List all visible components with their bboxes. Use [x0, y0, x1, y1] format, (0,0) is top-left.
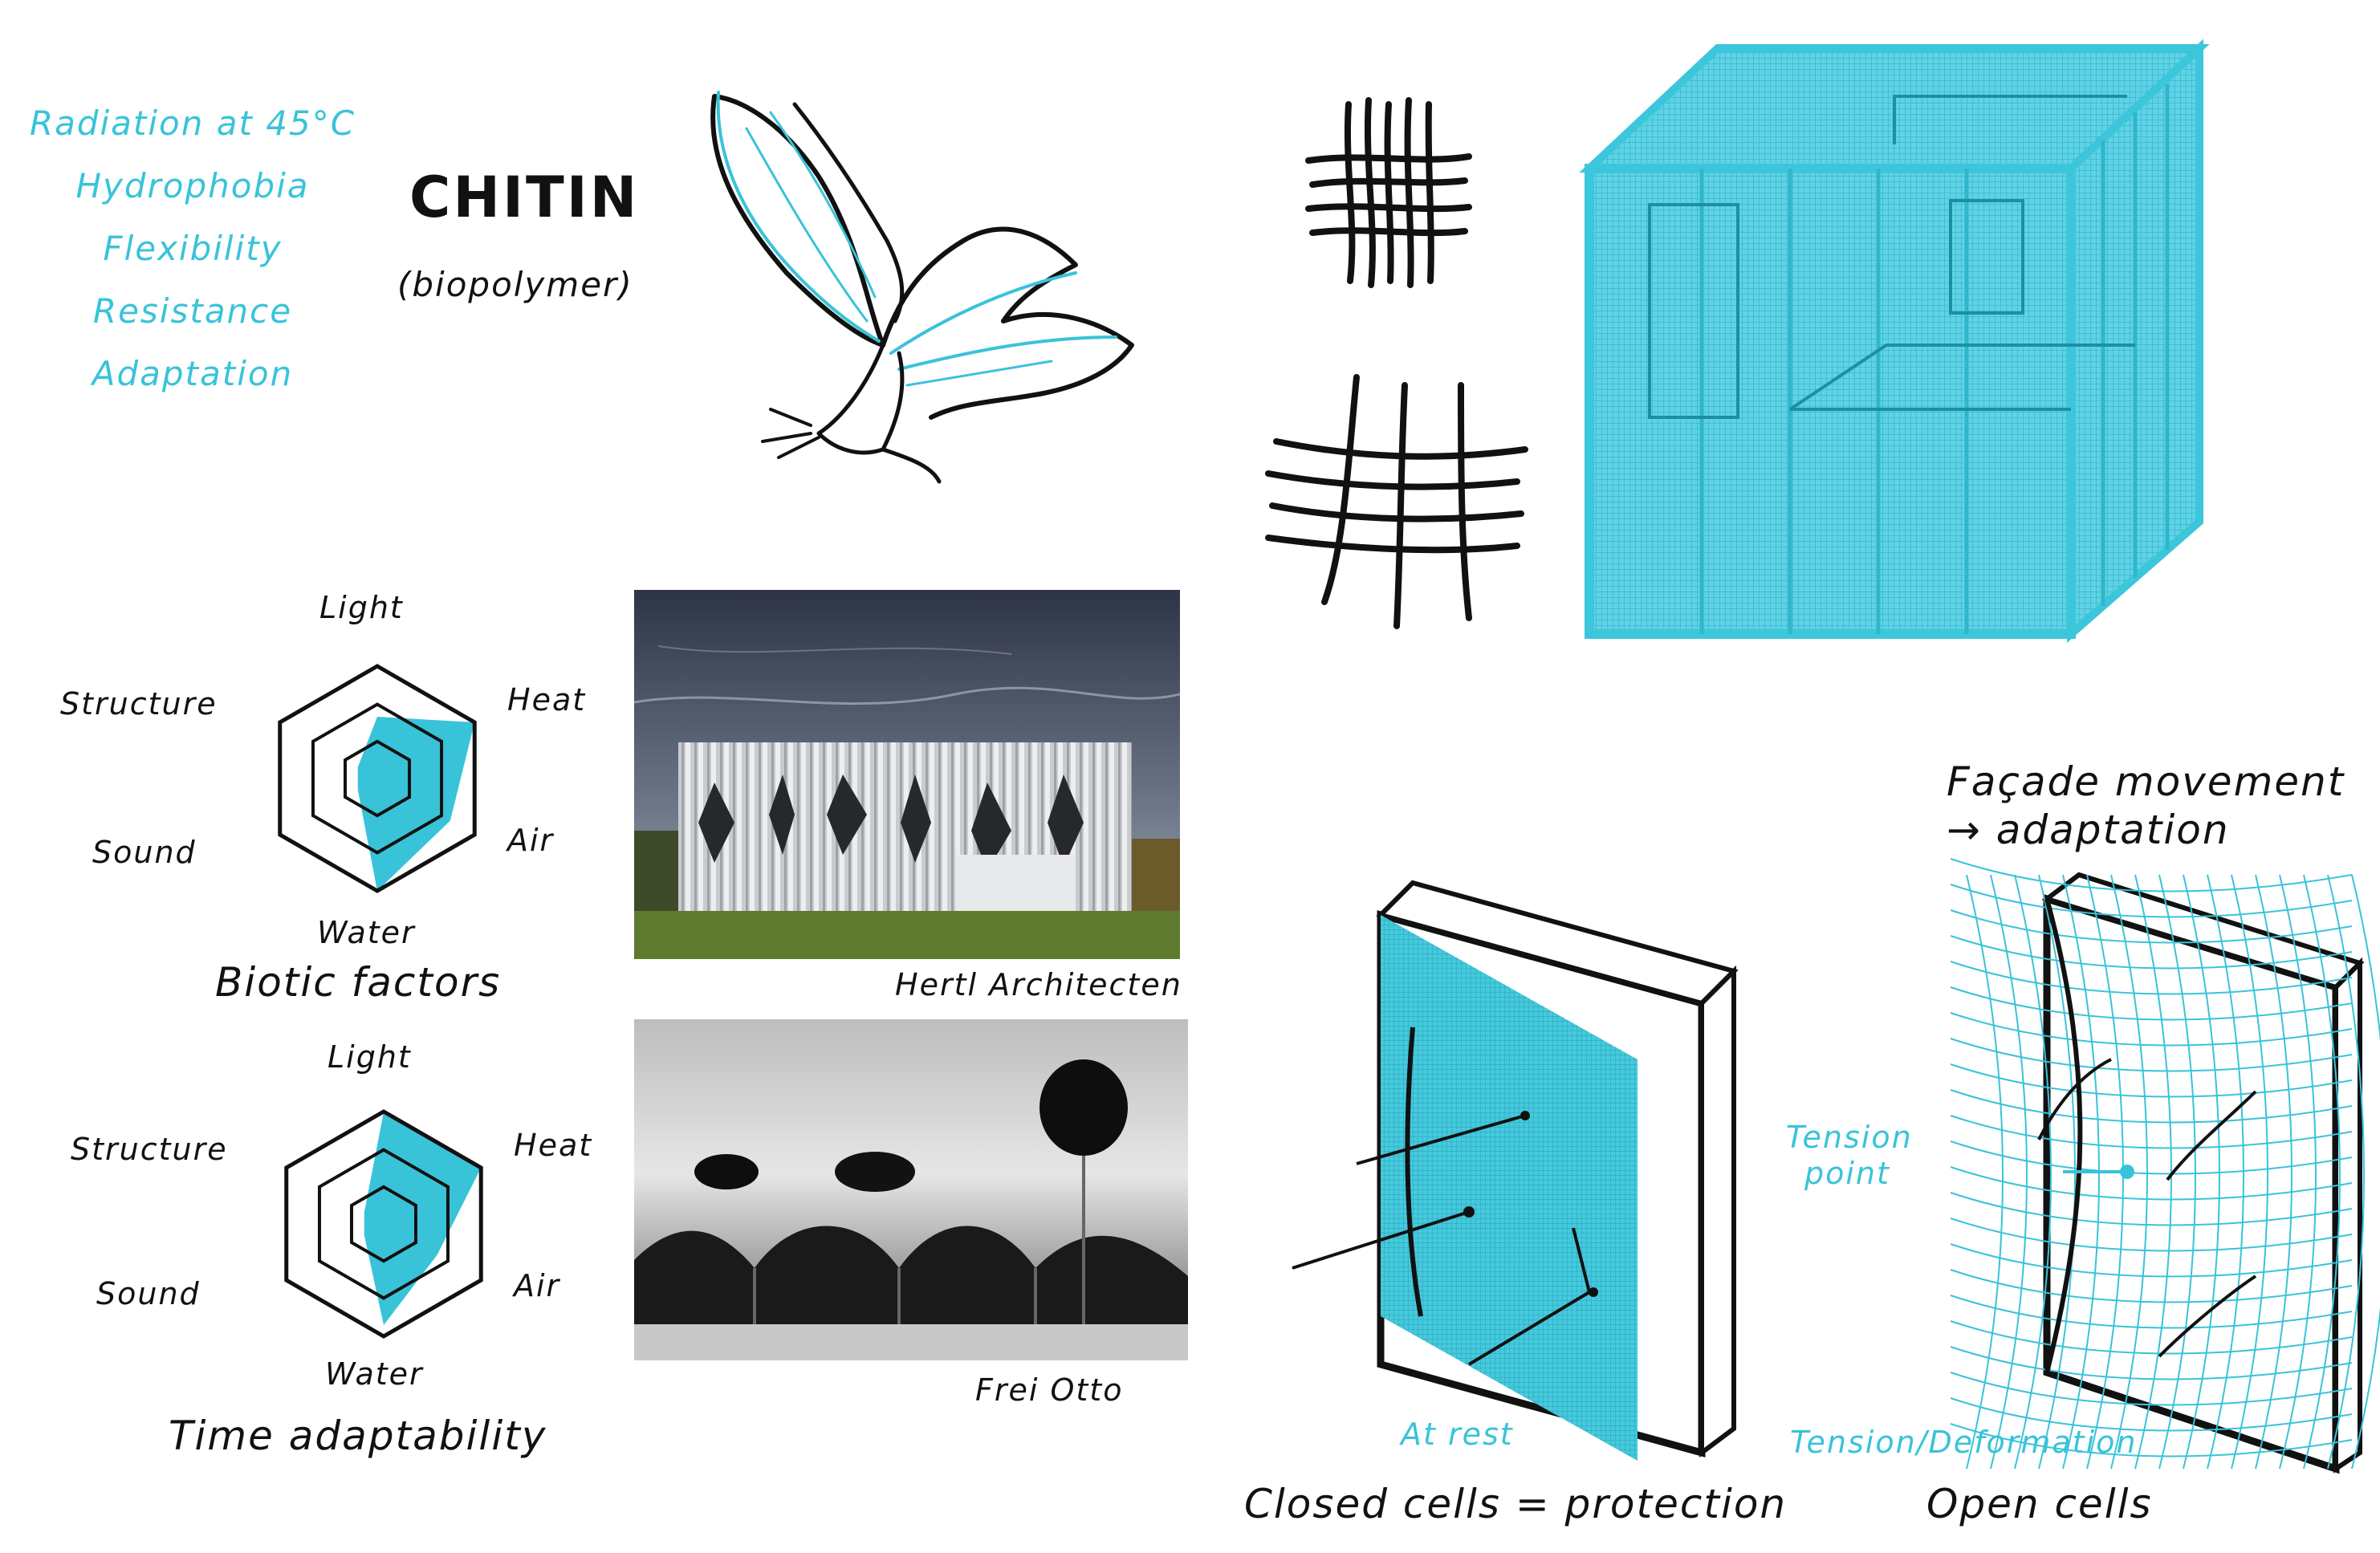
material-subtitle: (biopolymer) [397, 265, 633, 304]
open-cells-caption: Open cells [1926, 1481, 2153, 1527]
property-adaptation: Adaptation [92, 354, 294, 393]
mesh-line [2062, 874, 2100, 1470]
radar-grid-ring [343, 739, 412, 818]
at-rest-label: At rest [1401, 1417, 1514, 1452]
mesh-line [1950, 961, 2353, 995]
butterfly-illustration [710, 91, 1134, 484]
mesh-line [1950, 1243, 2353, 1278]
radar1-caption: Biotic factors [215, 959, 502, 1006]
mesh-line [1990, 874, 2028, 1470]
radar-grid-ring [311, 702, 444, 855]
property-list: Radiation at 45°C Hydrophobia Flexibilit… [0, 92, 385, 405]
mesh-line [2207, 874, 2244, 1470]
mesh-line [1950, 1012, 2353, 1047]
mesh-line [2279, 874, 2317, 1470]
mesh-line [2351, 874, 2380, 1470]
property-flexibility: Flexibility [103, 229, 283, 268]
mesh-line [1950, 1038, 2353, 1072]
tight-weave-icon [1305, 97, 1472, 288]
radar-chart-time [284, 1109, 483, 1339]
mesh-cube-illustration [1579, 39, 2210, 644]
mesh-line [2303, 874, 2341, 1470]
open-cells-panel [1950, 858, 2380, 1474]
frei-otto-photo [634, 1019, 1188, 1360]
radar-chart-biotic [278, 664, 477, 893]
mesh-line [2014, 874, 2052, 1470]
mesh-line [1950, 1346, 2353, 1380]
material-title: CHITIN [409, 165, 640, 230]
radar1-axis-structure: Structure [60, 686, 218, 722]
frei-otto-caption: Frei Otto [975, 1372, 1124, 1408]
hertl-building-photo [634, 590, 1180, 959]
property-hydrophobia: Hydrophobia [75, 166, 310, 205]
mesh-line [2110, 874, 2148, 1470]
radar-value-area [364, 1112, 482, 1325]
radar-grid-ring [278, 664, 477, 893]
mesh-line [1950, 935, 2353, 970]
mesh-line [1950, 1089, 2353, 1124]
mesh-line [2327, 874, 2365, 1470]
facade-movement-title: Façade movement [1947, 758, 2345, 805]
mesh-line [2183, 874, 2220, 1470]
hertl-caption: Hertl Architecten [895, 967, 1182, 1002]
deformation-label: Tension/Deformation [1790, 1425, 2138, 1460]
radar2-caption: Time adaptability [169, 1413, 547, 1459]
radar-grid-ring [349, 1185, 418, 1263]
radar1-axis-sound: Sound [92, 835, 197, 870]
radar2-axis-light: Light [328, 1039, 412, 1075]
mesh-line [1950, 1269, 2353, 1303]
radar1-axis-water: Water [317, 915, 416, 950]
radar-grid-ring [284, 1109, 483, 1339]
mesh-line [2255, 874, 2293, 1470]
tension-point-label-2: point [1804, 1156, 1890, 1191]
mesh-line [1966, 874, 2004, 1470]
tension-point-label-1: Tension [1786, 1120, 1913, 1155]
mesh-line [2231, 874, 2268, 1470]
adaptation-subtitle: → adaptation [1947, 807, 2230, 853]
mesh-line [1950, 858, 2353, 892]
mesh-line [2158, 874, 2196, 1470]
mesh-line [1950, 1397, 2353, 1432]
radar1-axis-air: Air [507, 823, 555, 858]
radar1-axis-heat: Heat [507, 682, 587, 718]
radar2-axis-structure: Structure [71, 1132, 228, 1167]
closed-cells-caption: Closed cells = protection [1244, 1481, 1788, 1527]
mesh-line [1950, 986, 2353, 1021]
radar2-axis-sound: Sound [96, 1276, 201, 1311]
mesh-line [2038, 874, 2076, 1470]
mesh-line [1950, 1320, 2353, 1355]
closed-cells-panel [1292, 880, 1739, 1461]
mesh-line [1950, 1140, 2353, 1175]
mesh-line [1950, 1295, 2353, 1329]
mesh-line [1950, 1423, 2353, 1457]
mesh-line [1950, 1166, 2353, 1201]
open-weave-icon [1265, 374, 1528, 629]
radar2-axis-heat: Heat [514, 1128, 593, 1163]
radar2-axis-air: Air [514, 1268, 561, 1303]
radar-grid-ring [317, 1148, 450, 1300]
property-resistance: Resistance [92, 291, 293, 331]
radar1-axis-light: Light [319, 590, 404, 625]
property-radiation: Radiation at 45°C [29, 104, 356, 143]
radar2-axis-water: Water [325, 1356, 424, 1392]
